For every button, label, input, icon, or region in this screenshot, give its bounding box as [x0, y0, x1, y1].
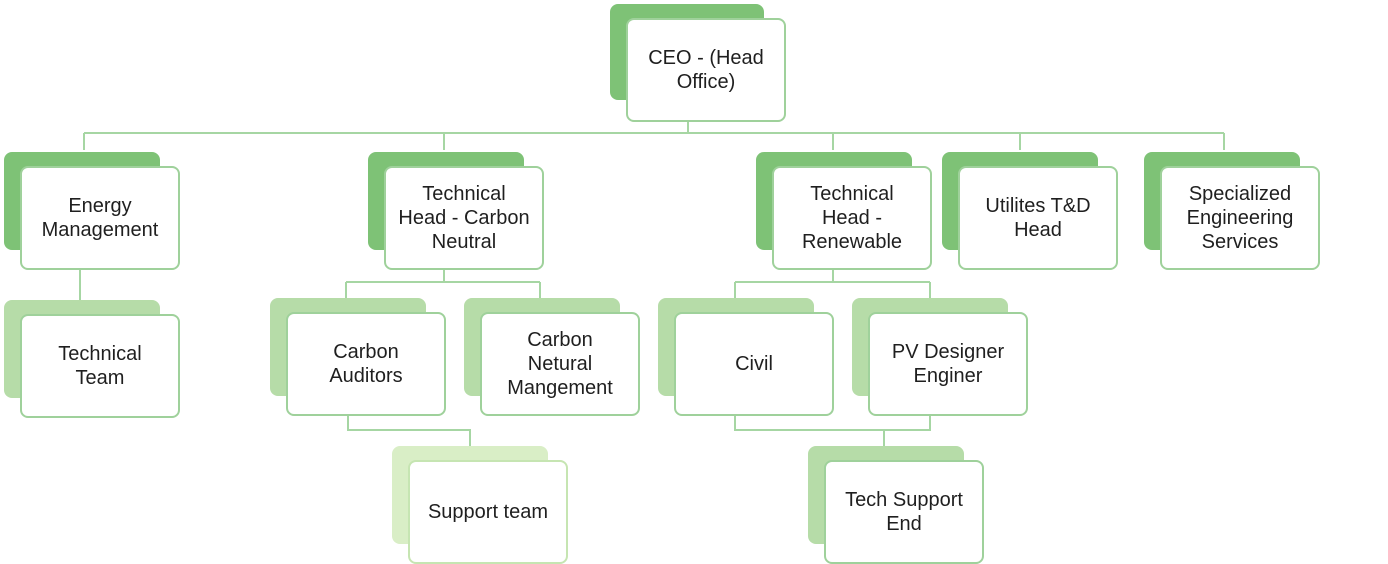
node-box[interactable]: PV Designer Enginer: [868, 312, 1028, 416]
node-label-energy-management: Energy Management: [41, 195, 159, 241]
connector-auditors-support: [347, 412, 471, 446]
node-box[interactable]: Technical Team: [20, 314, 180, 418]
node-box[interactable]: Energy Management: [20, 166, 180, 270]
node-box[interactable]: CEO - (Head Office): [626, 18, 786, 122]
node-label-utilities-td-head: Utilites T&D Head: [985, 195, 1091, 241]
node-label-specialized-engineering-services: Specialized Engineering Services: [1186, 183, 1294, 253]
node-label-technical-head-renewable: Technical Head - Renewable: [801, 183, 903, 253]
node-label-technical-head-carbon-neutral: Technical Head - Carbon Neutral: [398, 183, 530, 253]
connector-renewable-children: [734, 266, 931, 298]
node-box[interactable]: Civil: [674, 312, 834, 416]
connector-civil-pv-techsupport: [734, 412, 931, 446]
node-box[interactable]: Specialized Engineering Services: [1160, 166, 1320, 270]
connector-carbon-children: [345, 266, 541, 298]
node-box[interactable]: Technical Head - Carbon Neutral: [384, 166, 544, 270]
connector-ceo-level1: [83, 120, 1225, 150]
node-label-ceo: CEO - (Head Office): [648, 47, 764, 93]
node-box[interactable]: Tech Support End: [824, 460, 984, 564]
node-label-carbon-auditors: Carbon Auditors: [329, 341, 403, 387]
node-box[interactable]: Carbon Auditors: [286, 312, 446, 416]
node-box[interactable]: Support team: [408, 460, 568, 564]
node-label-tech-support-end: Tech Support End: [845, 489, 963, 535]
node-label-carbon-neutral-management: Carbon Netural Mangement: [507, 329, 613, 399]
node-box[interactable]: Carbon Netural Mangement: [480, 312, 640, 416]
node-label-pv-designer-engineer: PV Designer Enginer: [891, 341, 1005, 387]
node-box[interactable]: Technical Head - Renewable: [772, 166, 932, 270]
node-box[interactable]: Utilites T&D Head: [958, 166, 1118, 270]
node-label-civil: Civil: [735, 353, 773, 375]
node-label-support-team: Support team: [427, 501, 549, 523]
node-label-technical-team: Technical Team: [58, 343, 142, 389]
